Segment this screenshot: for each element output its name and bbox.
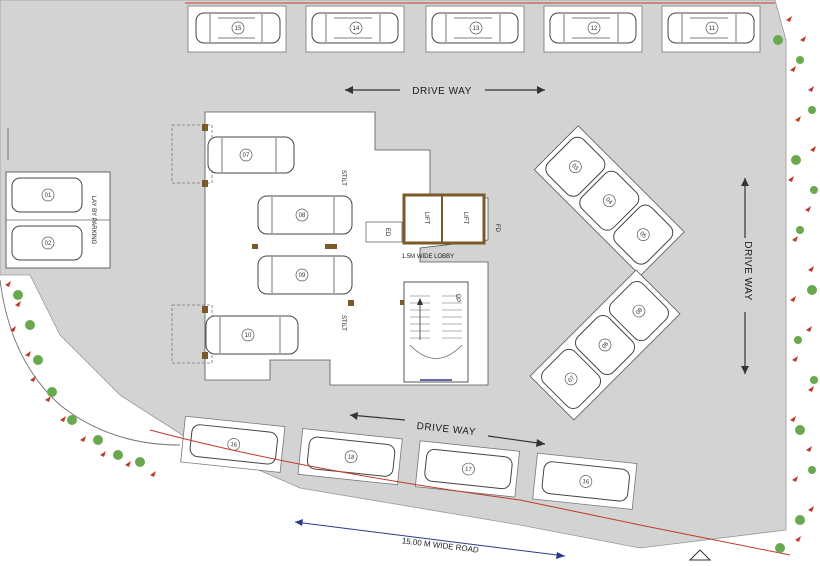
bay-number: 04: [604, 197, 613, 206]
bay-number: 08: [299, 213, 306, 219]
bay-number: 12: [591, 26, 598, 32]
parking-bay: 04: [579, 170, 640, 231]
parking-bay: 16: [180, 415, 286, 473]
parking-bay: 07: [541, 348, 602, 409]
bay-number: 10: [245, 333, 252, 339]
bay-number: 08: [635, 307, 644, 316]
parking-bay: 08: [608, 281, 669, 342]
parking-bay: 05: [613, 204, 674, 265]
ed-label: ED: [384, 228, 390, 237]
plants-left-curve: [5, 281, 156, 477]
drive-way-top: DRIVE WAY: [345, 86, 545, 97]
drive-way-right: DRIVE WAY: [741, 178, 753, 374]
bay-number: 18: [347, 454, 355, 461]
parking-bay: 07: [207, 136, 295, 174]
top-parking-row: 15 14 13 12 11: [187, 5, 761, 53]
bay-number: 07: [567, 375, 576, 384]
parking-bay: 15: [187, 5, 287, 53]
parking-bay: 09: [257, 255, 353, 295]
bay-number: 02: [45, 241, 52, 247]
parking-bay: 17: [414, 440, 521, 498]
fd-label: FD: [494, 224, 500, 233]
bay-number: 06: [601, 341, 610, 350]
bay-number: 07: [243, 153, 250, 159]
road-label: 15.00 M WIDE ROAD: [401, 536, 479, 554]
right-wing-upper: 03 04 05: [533, 125, 685, 277]
parking-bay: 18: [297, 428, 403, 486]
parking-bay: 12: [543, 5, 643, 53]
parking-bay: 16: [532, 452, 638, 510]
road-boundary: [149, 429, 791, 556]
parking-bay: 10: [205, 315, 299, 355]
bay-number: 05: [638, 231, 647, 240]
site-marker-triangle: [688, 549, 712, 561]
up-label: UP: [454, 294, 460, 302]
left-curb: [0, 279, 181, 446]
bay-number: 09: [299, 273, 306, 279]
lift-label: LIFT: [423, 212, 429, 225]
bay-number: 13: [473, 26, 480, 32]
parking-bay: 13: [425, 5, 525, 53]
bottom-parking-row: 16 18 17 16: [180, 415, 638, 510]
bay-number: 15: [235, 26, 242, 32]
stilt-label: STILT: [340, 170, 346, 186]
bay-number: 14: [353, 26, 360, 32]
parking-bay: 11: [661, 5, 761, 53]
bay-number: 16: [230, 442, 238, 449]
bay-number: 11: [709, 26, 716, 32]
bay-number: 03: [570, 163, 579, 172]
lay-by-parking: 01 02 LAY BY PARKING: [5, 171, 111, 269]
lay-by-label: LAY BY PARKING: [90, 196, 96, 245]
right-wing-lower: 07 06 08: [529, 269, 681, 421]
drive-way-label: DRIVE WAY: [742, 241, 753, 301]
stilt-building: 07 08 09 10 STILT STILT LIFT LIFT ED F: [171, 111, 500, 386]
plants-right-edge: [773, 16, 818, 553]
stilt-label: STILT: [340, 315, 346, 331]
bay-number: 16: [582, 479, 590, 486]
parking-bay: 06: [574, 314, 636, 376]
lift-label: LIFT: [462, 212, 468, 225]
bay-number: 01: [45, 193, 52, 199]
bay-number: 17: [465, 467, 473, 474]
drive-way-label: DRIVE WAY: [412, 86, 472, 97]
parking-bay: 14: [305, 5, 405, 53]
parking-bay: 03: [545, 136, 606, 197]
lobby-label: 1.5M WIDE LOBBY: [402, 254, 454, 260]
parking-bay: 08: [257, 195, 353, 235]
